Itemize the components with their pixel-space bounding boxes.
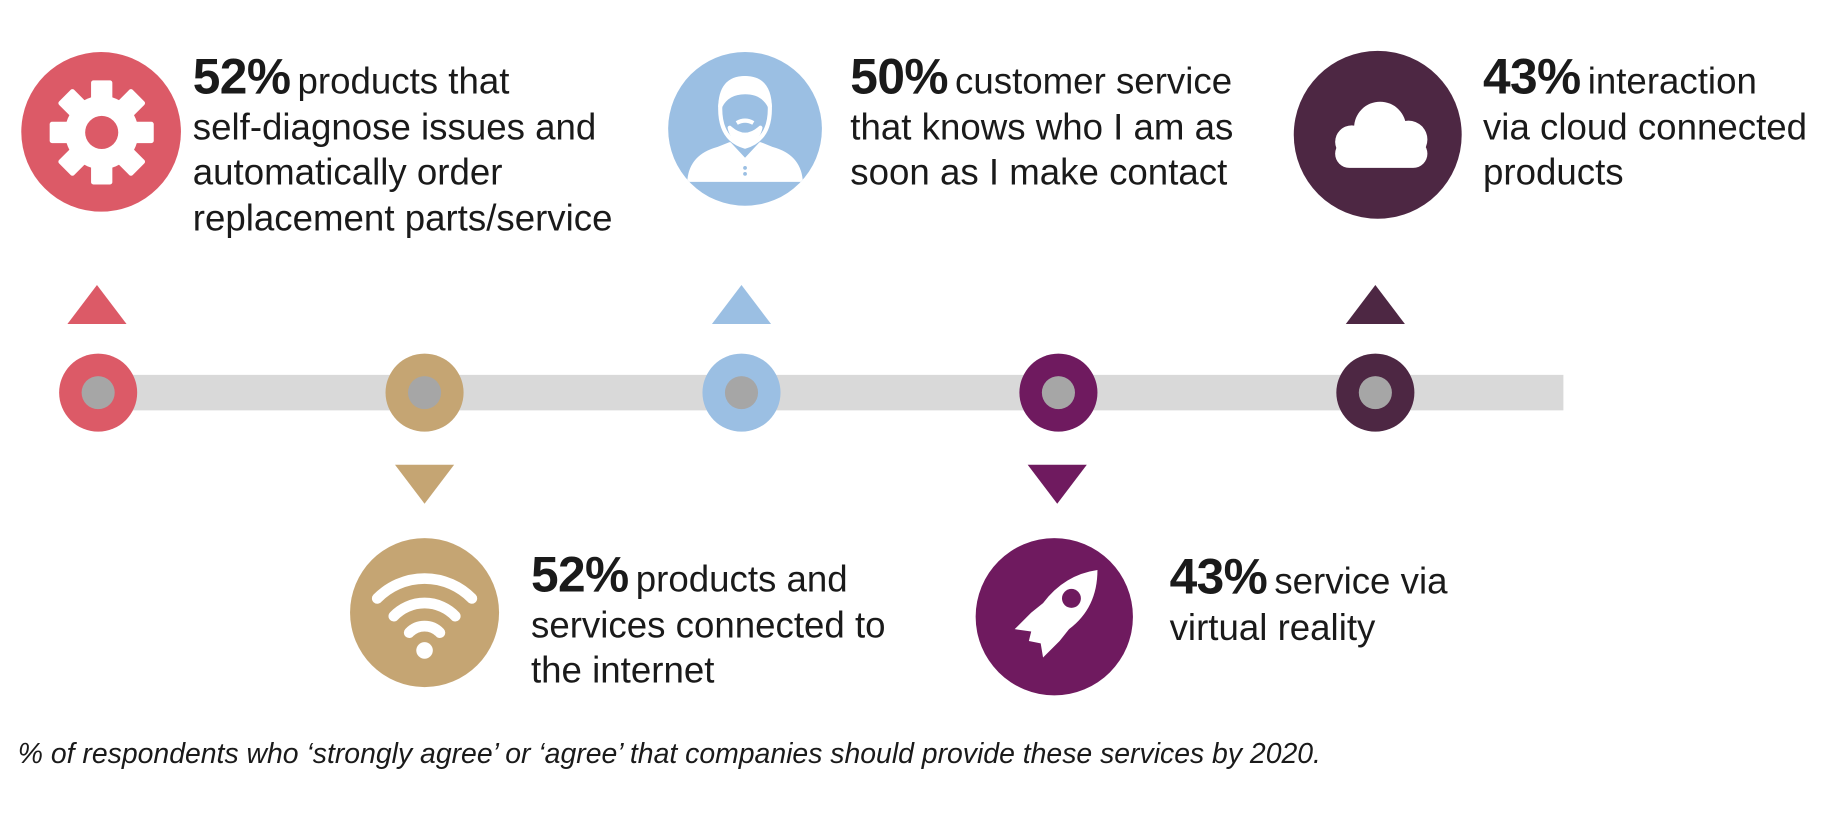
stat-percent: 43% [1482, 48, 1581, 105]
rocket-icon [1014, 569, 1097, 657]
pointer-up-3 [711, 285, 772, 325]
stat-label-1: 52%products that self-diagnose issues an… [192, 51, 613, 241]
node-hub [407, 376, 442, 410]
pointer-down-2 [394, 464, 455, 504]
timeline-node-1 [59, 353, 138, 432]
stat-text-line: products [1482, 151, 1624, 193]
stat-text-line: that knows who I am as [850, 105, 1234, 148]
stat-text-line: the internet [530, 649, 715, 691]
timeline-track [94, 374, 1564, 411]
stat-text-line: services connected to [530, 603, 886, 646]
stat-percent: 52% [530, 546, 629, 602]
person-icon [687, 75, 803, 182]
pointer-up-5 [1345, 285, 1405, 325]
pointer-up-1 [67, 285, 127, 325]
badge-1 [21, 52, 181, 212]
badge-5 [1293, 50, 1462, 219]
stat-percent: 52% [192, 48, 291, 105]
stat-percent: 43% [1169, 548, 1268, 605]
stat-text-line: automatically order [192, 151, 503, 193]
timeline-node-2 [385, 353, 464, 432]
badge-4 [975, 538, 1133, 696]
stat-label-4: 43%service via virtual reality [1169, 552, 1448, 651]
timeline-node-4 [1019, 353, 1098, 432]
stat-label-2: 52%products and services connected to th… [530, 549, 886, 693]
gear-icon [49, 79, 154, 184]
stat-text-line: self-diagnose issues and [192, 105, 597, 148]
badge-3 [668, 52, 822, 206]
stat-text-line: interaction [1587, 60, 1757, 102]
node-hub [724, 376, 759, 410]
cloud-icon [1335, 101, 1428, 168]
badge-2 [350, 538, 500, 688]
node-hub [1358, 376, 1392, 410]
stat-label-3: 50%customer service that knows who I am … [850, 51, 1234, 195]
stat-text-line: service via [1274, 560, 1448, 602]
timeline-node-3 [702, 353, 781, 432]
node-hub [81, 376, 115, 410]
stat-text-line: products and [635, 558, 848, 600]
stat-text-line: replacement parts/service [192, 196, 613, 239]
stat-text-line: via cloud connected [1482, 105, 1808, 148]
stat-label-5: 43%interaction via cloud connected produ… [1482, 51, 1808, 195]
pointer-down-4 [1027, 464, 1087, 504]
stat-text-line: soon as I make contact [850, 151, 1228, 193]
wifi-icon [371, 573, 478, 659]
node-hub [1041, 376, 1075, 410]
timeline-node-5 [1336, 353, 1415, 432]
stat-text-line: customer service [955, 60, 1233, 102]
stat-text-line: virtual reality [1169, 606, 1376, 648]
stat-text-line: products that [297, 60, 510, 102]
stat-percent: 50% [850, 48, 948, 105]
footnote: % of respondents who ‘strongly agree’ or… [17, 737, 1321, 770]
